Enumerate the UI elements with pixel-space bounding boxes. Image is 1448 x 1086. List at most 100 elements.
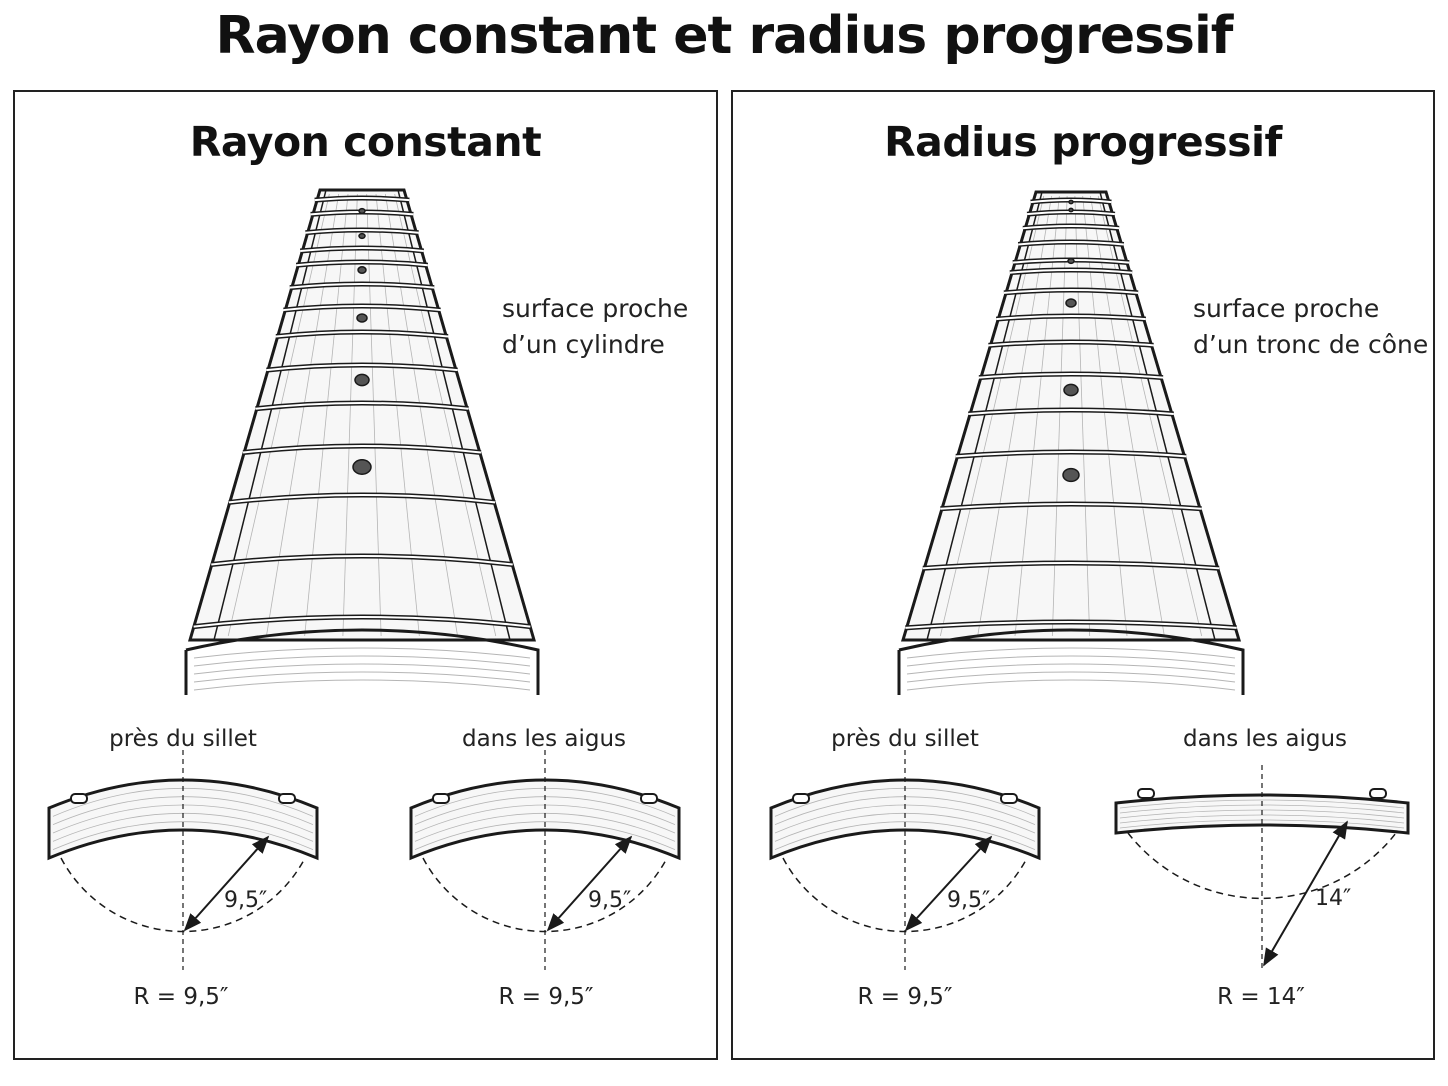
fret-highlight (922, 562, 1220, 570)
neck-end (184, 628, 540, 695)
wood-grain (304, 193, 349, 637)
inlay-dot (358, 207, 366, 215)
section-label-nut: près du sillet (109, 726, 257, 752)
wood-grain (366, 193, 382, 637)
fret-highlight (242, 445, 482, 454)
wood-grain (193, 671, 531, 683)
fret-highlight (305, 229, 419, 234)
fret-highlight (266, 364, 458, 372)
inlay-dot (1068, 199, 1074, 205)
fret-highlight (283, 305, 441, 312)
inlay-dot (358, 232, 366, 240)
wood-grain (414, 821, 676, 851)
wood-grain (906, 663, 1236, 675)
section-label-treble: dans les aigus (1182, 726, 1348, 752)
fretboard-section (47, 778, 319, 861)
inlay-dot (1065, 298, 1077, 308)
cross-sections (47, 750, 1410, 970)
fret-crown (792, 793, 810, 804)
wood-grain (375, 193, 420, 637)
fret-highlight (300, 247, 424, 253)
fret-crown (1000, 793, 1018, 804)
wood-grain (342, 193, 358, 637)
surface-note-line: d’un tronc de cône (1193, 330, 1429, 359)
fret-highlight (193, 616, 531, 628)
surface-note-line: surface proche (502, 294, 689, 323)
radius-arrow (904, 835, 993, 932)
inlay-dot (1063, 383, 1079, 397)
fretboard-section (409, 778, 681, 861)
fret-crown (70, 793, 88, 804)
fret-highlight (996, 315, 1146, 321)
fret-highlight (968, 409, 1174, 415)
wood-grain (52, 821, 314, 851)
main-title: Rayon constant et radius progressif (215, 6, 1234, 66)
inlay-dot (1068, 207, 1074, 213)
wood-grain (906, 655, 1236, 667)
wood-grain (906, 679, 1236, 691)
radius-arrow (546, 835, 633, 932)
fret-highlight (255, 402, 469, 410)
surface-note: surface proche d’un cylindre (502, 291, 688, 363)
surface-note-line: surface proche (1193, 294, 1380, 323)
inlay-dot (354, 373, 370, 387)
fret-crown (1137, 788, 1155, 799)
wood-grain (193, 679, 531, 691)
radius-caption: R = 14″ (1217, 984, 1305, 1010)
inlay-dot (1062, 467, 1080, 483)
fret-highlight (955, 451, 1187, 458)
radius-arrow (1263, 820, 1348, 967)
fretboard-cone-illustration (897, 190, 1245, 695)
fret-highlight (228, 494, 496, 504)
radius-arrow (183, 835, 270, 932)
surface-note: surface proche d’un tronc de cône (1193, 291, 1428, 363)
wood-grain (906, 671, 1236, 683)
radius-circle (1127, 832, 1397, 900)
fret-highlight (275, 331, 449, 338)
fretboard-cylinder-illustration (184, 188, 540, 695)
fret-highlight (1018, 241, 1124, 246)
wood-grain (193, 655, 531, 667)
fret-highlight (905, 621, 1237, 629)
fret-crown (640, 793, 658, 804)
surface-note-line: d’un cylindre (502, 330, 665, 359)
wood-grain (1119, 814, 1405, 824)
wood-grain (1119, 799, 1405, 809)
fret-highlight (940, 503, 1202, 510)
wood-grain (774, 821, 1036, 851)
inlay-dot (356, 313, 368, 323)
fret-highlight (1003, 289, 1139, 294)
fretboard-outline (188, 188, 536, 642)
fret-highlight (1009, 269, 1133, 274)
panel-progressive-radius: Radius progressif (731, 90, 1435, 1060)
panel-constant-radius: Rayon constant (13, 90, 718, 1060)
radius-caption: R = 9,5″ (498, 984, 594, 1010)
fret-crown (1369, 788, 1387, 799)
neck-end (897, 628, 1245, 695)
wood-grain (266, 193, 340, 637)
wood-grain (906, 647, 1236, 659)
fretboard-outline (900, 190, 1242, 642)
panel-title: Rayon constant (189, 118, 542, 166)
fret-highlight (1022, 225, 1120, 230)
section-label-treble: dans les aigus (461, 726, 627, 752)
fret-highlight (314, 197, 410, 202)
inlay-dot (352, 459, 372, 475)
radius-caption: R = 9,5″ (133, 984, 229, 1010)
panel-title: Radius progressif (884, 118, 1282, 166)
inlay-dot (357, 266, 367, 274)
section-label-nut: près du sillet (831, 726, 979, 752)
fret-highlight (211, 555, 513, 566)
wood-grain (384, 193, 458, 637)
inlay-dot (1067, 257, 1075, 265)
fret-crown (432, 793, 450, 804)
wood-grain (193, 647, 531, 659)
fret-crown (278, 793, 296, 804)
radius-caption: R = 9,5″ (857, 984, 953, 1010)
fret-highlight (988, 341, 1154, 347)
fret-highlight (296, 261, 428, 267)
fret-highlight (289, 283, 435, 289)
wood-grain (193, 663, 531, 675)
fretboard-section (769, 778, 1041, 861)
